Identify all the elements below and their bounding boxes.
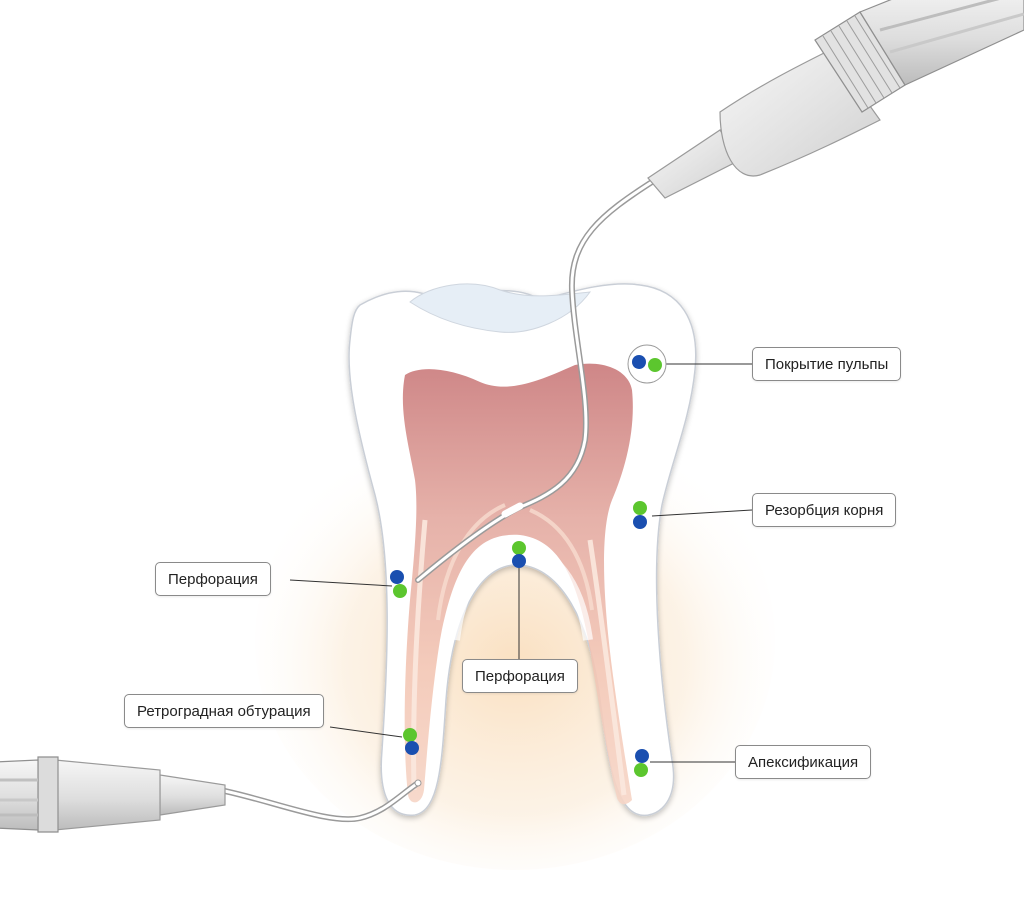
dot-blue-perf-left [390,570,404,584]
leader-lines [289,363,753,763]
canal-line-right-inner [529,508,594,611]
leader-root-resorption [651,509,753,517]
lower-syringe-barrel [0,759,39,831]
upper-syringe-barrel [859,0,1024,86]
label-pulp-capping: Покрытие пульпы [752,347,902,381]
upper-syringe [415,0,1024,583]
lower-syringe-collar [37,756,59,833]
dot-blue-pulp [632,355,646,369]
dot-green-resorption [633,501,647,515]
dot-green-pulp [648,358,662,372]
dot-blue-retro [405,741,419,755]
label-root-resorption: Резорбция корня [752,493,897,527]
canal-line-left [411,519,428,791]
dot-green-retro [403,728,417,742]
crown-surface [409,283,592,333]
pulp-capping-ring [627,344,667,384]
marker-dots [390,355,662,777]
upper-syringe-body [719,49,881,177]
label-perforation-left: Перфорация [155,562,271,596]
lower-syringe-tip-cone [159,774,226,816]
leader-perforation-left [289,579,393,587]
lower-syringe-tip [414,779,422,787]
lower-syringe-body [54,759,161,831]
dot-blue-apex [635,749,649,763]
lower-syringe [0,756,422,833]
dot-blue-resorption [633,515,647,529]
canal-line-right [587,539,627,796]
label-retrograde-filling: Ретроградная обтурация [124,694,324,728]
upper-syringe-tip-cap [501,502,524,518]
label-perforation-center: Перфорация [462,659,578,693]
pulp-chamber [402,363,633,805]
dot-blue-perf-center [512,554,526,568]
label-apexification: Апексификация [735,745,872,779]
leader-retrograde [329,726,403,738]
dot-green-perf-center [512,541,526,555]
dot-green-perf-left [393,584,407,598]
dot-green-apex [634,763,648,777]
